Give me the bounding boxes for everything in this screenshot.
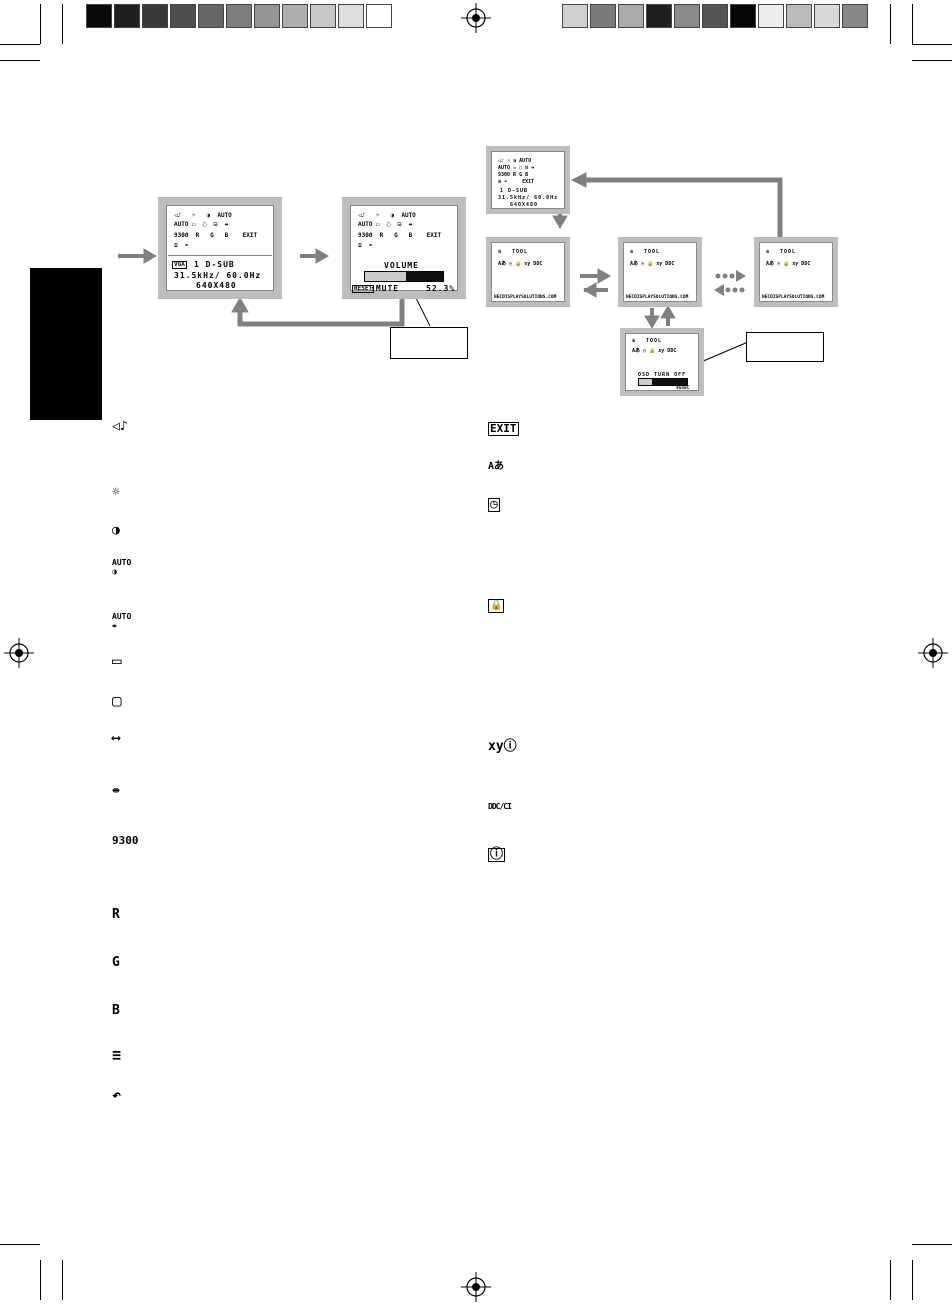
tool-icon-row: Aあ ◷ 🔒 xy DDC: [630, 261, 675, 267]
resolution-notifier-icon: xyⓘ: [488, 739, 517, 754]
osd-turn-off-bar: [638, 378, 688, 386]
volume-bar: [364, 271, 444, 282]
mute-label: :MUTE: [370, 284, 400, 293]
osd-icon-row: ◁♪ ☼ ◑ AUTO: [498, 158, 532, 164]
flow-arrows-left: [118, 248, 431, 327]
osd-turn-off-icon: ◷: [488, 497, 500, 512]
tool-screen-1: ≡ TOOL Aあ ◷ 🔒 xy DDC NECDISPLAYSOLUTIONS…: [486, 237, 570, 307]
crop-mark: [0, 60, 40, 61]
crop-mark: [912, 1260, 913, 1300]
crop-mark: [40, 4, 41, 44]
osd-icon-row: AUTO ▭ ▢ ⊟ ⇹: [358, 221, 413, 228]
resolution: 640X480: [196, 281, 237, 290]
osd-icon-row: ≡ ↶ EXIT: [498, 179, 535, 185]
green-icon: G: [112, 955, 120, 970]
tool-icon: ≡: [630, 249, 634, 255]
volume-percent: 52.3%: [426, 284, 456, 293]
brightness-icon: ☼: [112, 485, 120, 500]
crop-mark: [0, 44, 40, 45]
crop-mark: [62, 1260, 63, 1300]
crop-mark: [912, 1244, 952, 1245]
crop-mark: [912, 4, 913, 44]
crop-mark: [912, 44, 952, 45]
frequency: 31.5kHz/ 60.0Hz: [174, 271, 262, 280]
callout-box: [746, 332, 824, 362]
input-tag: VGA: [172, 261, 187, 269]
registration-target-icon: [918, 638, 948, 668]
crop-mark: [890, 4, 891, 44]
tool-url: NECDISPLAYSOLUTIONS.COM: [494, 295, 557, 300]
crop-mark: [912, 60, 952, 61]
ddc-ci-icon: DDC/CI: [488, 802, 512, 811]
color-control-icon: 9300: [112, 834, 139, 847]
osd-lock-out-icon: 🔒: [488, 599, 505, 613]
tool-url: NECDISPLAYSOLUTIONS.COM: [626, 295, 689, 300]
tool-title: TOOL: [646, 338, 663, 344]
left-right-icon: ▭: [112, 651, 122, 670]
tool-icon-row: Aあ ◷ 🔒 xy DDC: [632, 348, 677, 354]
callout-box: [390, 327, 468, 359]
language-icon: Aあ: [488, 461, 505, 472]
registration-target-icon: [4, 638, 34, 668]
red-icon: R: [112, 907, 120, 922]
volume-bar-fill: [365, 272, 406, 281]
input-name: 1 D-SUB: [194, 260, 235, 269]
contrast-icon: ◑: [112, 523, 120, 538]
tool-icon: ≡: [766, 249, 770, 255]
tool-icon-row: Aあ ◷ 🔒 xy DDC: [766, 261, 811, 267]
tool-screen-2: ≡ TOOL Aあ ◷ 🔒 xy DDC NECDISPLAYSOLUTIONS…: [618, 237, 702, 307]
osd-turn-off-label: OSD TURN OFF: [638, 372, 687, 378]
tool-screen-osd-turn-off: ≡ TOOL Aあ ◷ 🔒 xy DDC OSD TURN OFF 45SEC: [620, 328, 704, 396]
auto-contrast-icon: AUTO ◑: [112, 558, 132, 576]
osd-icon-row: ◁♪ ☼ ◑ AUTO: [358, 212, 416, 219]
tool-icon: ≡: [498, 249, 502, 255]
registration-target-icon: [461, 1272, 491, 1302]
auto-adjust-icon: AUTO ⇹: [112, 612, 132, 630]
resolution: 640X480: [510, 202, 539, 208]
seconds-label: 45SEC: [676, 386, 690, 391]
osd-icon-row: AUTO ▭ ▢ ⊟ ⇹: [498, 165, 535, 171]
tool-screen-3: ≡ TOOL Aあ ◷ 🔒 xy DDC NECDISPLAYSOLUTIONS…: [754, 237, 838, 307]
osd-icon-row: AUTO ▭ ▢ ⊟ ⇹: [174, 221, 229, 228]
osd-right-main: ◁♪ ☼ ◑ AUTO AUTO ▭ ▢ ⊟ ⇹ 9300 R G B ≡ ↶ …: [486, 146, 570, 214]
tool-url: NECDISPLAYSOLUTIONS.COM: [762, 295, 825, 300]
tool-icon-row: Aあ ◷ 🔒 xy DDC: [498, 261, 543, 267]
flow-arrows-right: [552, 172, 783, 377]
osd-icon-row: ≡ ↶: [358, 242, 373, 249]
osd-icon-row: ≡ ↶: [174, 242, 189, 249]
osd-icon-row: ◁♪ ☼ ◑ AUTO: [174, 212, 232, 219]
down-up-icon: ▢: [112, 691, 122, 710]
exit-icon: EXIT: [488, 422, 519, 436]
h-size-icon: ⟷: [112, 731, 120, 746]
language-side-tab: [30, 268, 102, 420]
input-name: 1 D-SUB: [500, 188, 529, 194]
crop-mark: [890, 1260, 891, 1300]
tool-title: TOOL: [780, 249, 797, 255]
tool-title: TOOL: [512, 249, 529, 255]
frequency: 31.5kHz/ 60.0Hz: [498, 195, 559, 201]
osd-turn-off-bar-fill: [639, 379, 653, 385]
factory-preset-icon: ↶: [112, 1086, 122, 1104]
osd-icon-row: 9300 R G B EXIT: [174, 232, 258, 239]
osd-main-menu: ◁♪ ☼ ◑ AUTO AUTO ▭ ▢ ⊟ ⇹ 9300 R G B EXIT…: [158, 197, 282, 299]
osd-icon-row: 9300 R G B: [498, 172, 529, 178]
blue-icon: B: [112, 1003, 120, 1018]
monitor-info-icon: ⓘ: [488, 847, 506, 862]
osd-volume-menu: ◁♪ ☼ ◑ AUTO AUTO ▭ ▢ ⊟ ⇹ 9300 R G B EXIT…: [342, 197, 466, 299]
tool-icon: ≡: [112, 1046, 122, 1064]
crop-mark: [40, 1260, 41, 1300]
tool-title: TOOL: [644, 249, 661, 255]
crop-mark: [0, 1244, 40, 1245]
volume-icon: ◁♪: [112, 419, 128, 434]
osd-icon-row: 9300 R G B EXIT: [358, 232, 442, 239]
tool-icon: ≡: [632, 338, 636, 344]
volume-title: VOLUME: [384, 261, 419, 270]
registration-target-icon: [461, 3, 491, 33]
mute-key: RESET: [352, 285, 375, 293]
crop-mark: [62, 4, 63, 44]
fine-icon: ⇹: [112, 783, 120, 798]
